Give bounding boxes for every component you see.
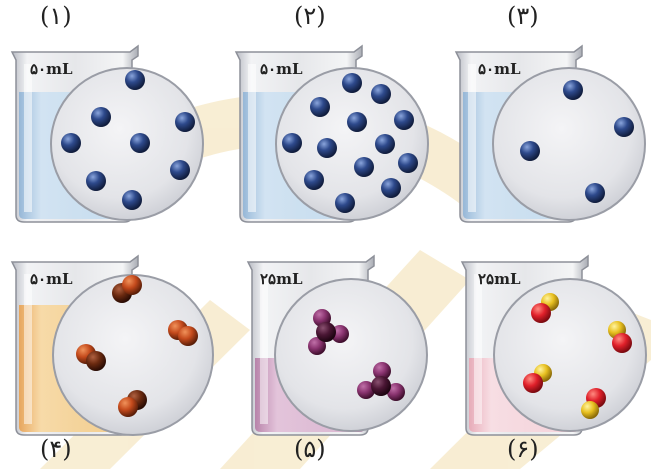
panel-label-1: (۱) [40,2,72,30]
particles-2 [282,73,418,213]
blue-particle [371,84,391,104]
blue-particle [354,157,374,177]
brown-molecule [76,344,106,371]
blue-particle [317,138,337,158]
red-yellow-molecule [581,388,606,419]
zoom-circle-6 [493,278,647,432]
particles-1 [61,70,195,210]
blue-particle [381,178,401,198]
blue-particle [614,117,634,137]
zoom-circle-4 [52,274,214,436]
particles-3 [520,80,634,203]
brown-molecule [118,390,147,417]
blue-particle [563,80,583,100]
panel-label-3: (۳) [507,2,539,30]
red-yellow-molecule [531,293,559,323]
blue-particle [304,170,324,190]
purple-molecule [357,362,405,401]
particles-5 [308,309,405,401]
blue-particle [310,97,330,117]
brown-molecule [112,275,142,303]
volume-label-3: ۵۰mL [478,60,521,78]
blue-particle [282,133,302,153]
zoom-circle-5 [274,278,428,432]
blue-particle [175,112,195,132]
blue-particle [335,193,355,213]
zoom-circle-3 [492,67,646,221]
blue-particle [375,134,395,154]
red-yellow-molecule [523,364,552,393]
particles-4 [76,275,198,417]
volume-label-2: ۵۰mL [260,60,303,78]
panel-label-2: (۲) [294,2,326,30]
panel-label-6: (۶) [507,435,539,463]
blue-particle [585,183,605,203]
blue-particle [342,73,362,93]
blue-particle [86,171,106,191]
blue-particle [61,133,81,153]
brown-molecule [168,320,198,346]
blue-particle [347,112,367,132]
blue-particle [125,70,145,90]
volume-label-1: ۵۰mL [30,60,73,78]
blue-particle [91,107,111,127]
blue-particle [170,160,190,180]
blue-particle [520,141,540,161]
volume-label-6: ۲۵mL [478,270,521,288]
blue-particle [398,153,418,173]
purple-molecule [308,309,349,355]
panel-label-4: (۴) [40,435,72,463]
volume-label-5: ۲۵mL [260,270,303,288]
volume-label-4: ۵۰mL [30,270,73,288]
blue-particle [122,190,142,210]
blue-particle [394,110,414,130]
particles-6 [523,293,632,419]
red-yellow-molecule [608,321,632,353]
blue-particle [130,133,150,153]
panel-label-5: (۵) [294,435,326,463]
